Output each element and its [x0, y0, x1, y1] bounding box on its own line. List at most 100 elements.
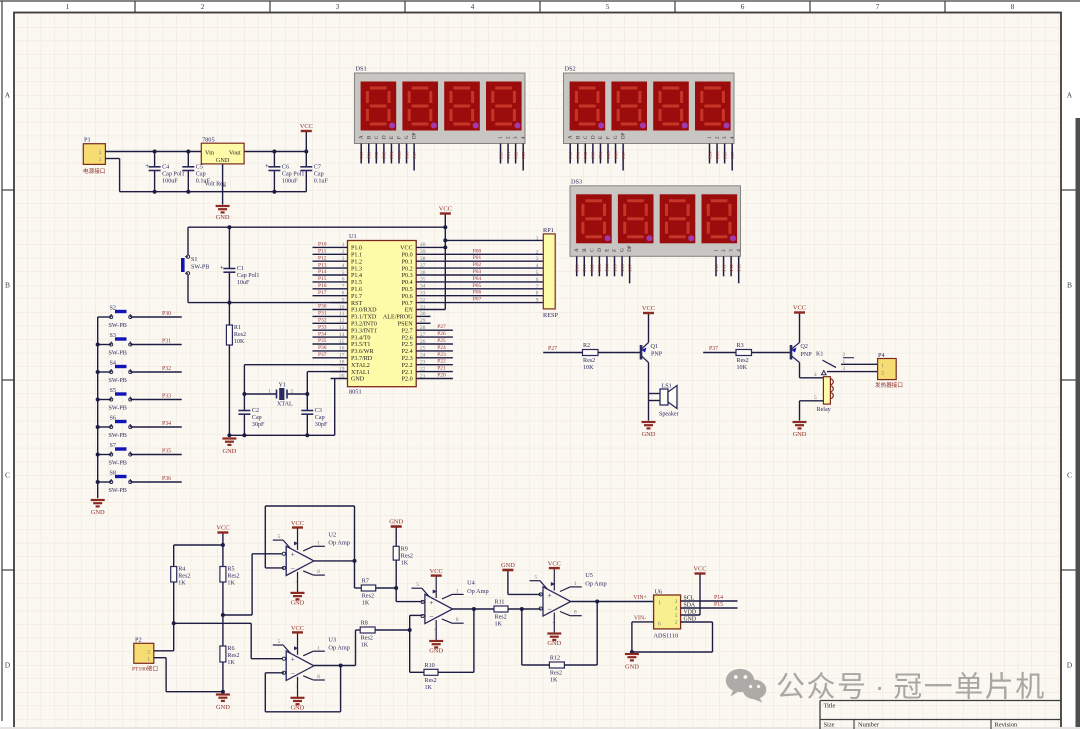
svg-text:E: E [599, 136, 604, 139]
svg-text:VCC: VCC [548, 561, 561, 568]
svg-text:Res2: Res2 [178, 574, 190, 580]
svg-text:11: 11 [339, 311, 344, 317]
svg-text:10K: 10K [737, 365, 748, 371]
svg-text:U3: U3 [328, 636, 336, 643]
svg-text:+: + [547, 590, 551, 599]
svg-text:C1: C1 [237, 266, 244, 272]
svg-text:P14: P14 [318, 269, 327, 275]
svg-text:R2: R2 [583, 343, 590, 349]
svg-text:P31: P31 [162, 339, 171, 345]
svg-text:P1.4: P1.4 [351, 273, 362, 279]
svg-text:P23: P23 [437, 352, 446, 358]
svg-text:30pF: 30pF [252, 422, 265, 428]
svg-text:SW-PB: SW-PB [109, 378, 127, 384]
svg-text:SW-PB: SW-PB [109, 488, 127, 494]
svg-text:LS1: LS1 [662, 384, 672, 390]
svg-text:P05: P05 [612, 264, 617, 272]
svg-text:P34: P34 [162, 421, 171, 427]
svg-text:VCC: VCC [439, 206, 452, 213]
svg-text:28: 28 [420, 325, 426, 331]
svg-text:P01: P01 [473, 255, 482, 261]
svg-text:P11: P11 [721, 264, 726, 272]
svg-text:Vin: Vin [205, 150, 214, 157]
svg-text:2: 2 [722, 249, 727, 252]
svg-text:Res2: Res2 [227, 653, 239, 659]
svg-text:VCC: VCC [291, 625, 304, 632]
svg-text:P24: P24 [707, 151, 712, 159]
svg-text:P16: P16 [318, 283, 327, 289]
svg-text:U4: U4 [467, 580, 476, 587]
svg-text:3: 3 [536, 256, 539, 262]
svg-text:U6: U6 [655, 589, 663, 596]
svg-text:1: 1 [708, 136, 713, 139]
svg-text:15: 15 [339, 339, 345, 345]
svg-text:P06: P06 [613, 151, 618, 159]
svg-text:P27: P27 [730, 151, 735, 159]
svg-text:4: 4 [522, 136, 527, 139]
svg-text:P37: P37 [318, 352, 327, 358]
svg-text:VCC: VCC [430, 568, 443, 575]
svg-text:P3.1/TXD: P3.1/TXD [351, 315, 377, 321]
svg-text:S6: S6 [110, 416, 116, 422]
svg-text:P30: P30 [162, 311, 171, 317]
svg-text:DP: DP [628, 245, 633, 252]
svg-text:B: B [576, 135, 581, 139]
svg-text:5: 5 [814, 395, 817, 401]
svg-text:Res2: Res2 [550, 671, 562, 677]
svg-text:ALE/PROG: ALE/PROG [383, 315, 413, 321]
svg-text:P3.2/INT0: P3.2/INT0 [351, 322, 377, 328]
svg-text:2: 2 [147, 649, 150, 655]
svg-text:1: 1 [456, 589, 459, 595]
svg-text:PT100接口: PT100接口 [132, 665, 158, 673]
svg-text:P0.0: P0.0 [402, 253, 413, 259]
svg-text:Volt Reg: Volt Reg [205, 182, 226, 188]
svg-text:Res2: Res2 [362, 594, 374, 600]
svg-text:1: 1 [881, 363, 884, 369]
svg-text:+: + [145, 162, 149, 170]
svg-text:19: 19 [339, 366, 345, 372]
svg-text:8: 8 [456, 617, 459, 623]
svg-text:F: F [398, 136, 403, 139]
svg-text:ADS1110: ADS1110 [654, 633, 679, 640]
svg-text:1: 1 [658, 601, 661, 607]
svg-text:R9: R9 [401, 546, 408, 552]
svg-text:P1: P1 [84, 137, 91, 144]
svg-text:VCC: VCC [400, 246, 413, 252]
svg-text:GND: GND [291, 599, 305, 606]
svg-text:30: 30 [420, 311, 426, 317]
svg-text:−: − [295, 684, 298, 690]
svg-text:16: 16 [339, 346, 345, 352]
svg-text:P27: P27 [437, 324, 446, 330]
svg-text:+: + [429, 598, 433, 607]
svg-text:GND: GND [216, 704, 230, 711]
svg-text:+: + [265, 162, 269, 170]
svg-text:5: 5 [536, 270, 539, 276]
svg-text:Res2: Res2 [227, 574, 239, 580]
svg-text:21: 21 [420, 373, 426, 379]
svg-text:P26: P26 [722, 151, 727, 159]
svg-text:GND: GND [429, 648, 443, 655]
svg-text:S8: S8 [110, 471, 116, 477]
svg-text:C: C [584, 135, 589, 139]
svg-text:4: 4 [342, 263, 345, 269]
svg-text:P0.4: P0.4 [402, 280, 413, 286]
svg-text:P36: P36 [162, 476, 171, 482]
svg-text:2: 2 [675, 620, 678, 626]
svg-text:Op Amp: Op Amp [328, 540, 350, 547]
svg-text:8: 8 [342, 291, 345, 297]
svg-text:S4: S4 [110, 361, 116, 367]
svg-text:P06: P06 [620, 264, 625, 272]
svg-text:9: 9 [536, 298, 539, 304]
svg-text:8: 8 [317, 674, 320, 680]
svg-text:P00: P00 [575, 264, 580, 272]
svg-text:P2.0: P2.0 [402, 377, 413, 383]
svg-text:3: 3 [723, 136, 728, 139]
svg-text:VCC: VCC [300, 123, 313, 130]
svg-text:A: A [5, 91, 11, 100]
svg-text:P0.2: P0.2 [402, 266, 413, 272]
svg-text:P2.6: P2.6 [402, 335, 413, 341]
svg-text:PNP: PNP [651, 352, 663, 358]
svg-text:2: 2 [201, 2, 205, 11]
svg-text:P2: P2 [135, 637, 142, 644]
svg-text:100uF: 100uF [282, 178, 298, 184]
